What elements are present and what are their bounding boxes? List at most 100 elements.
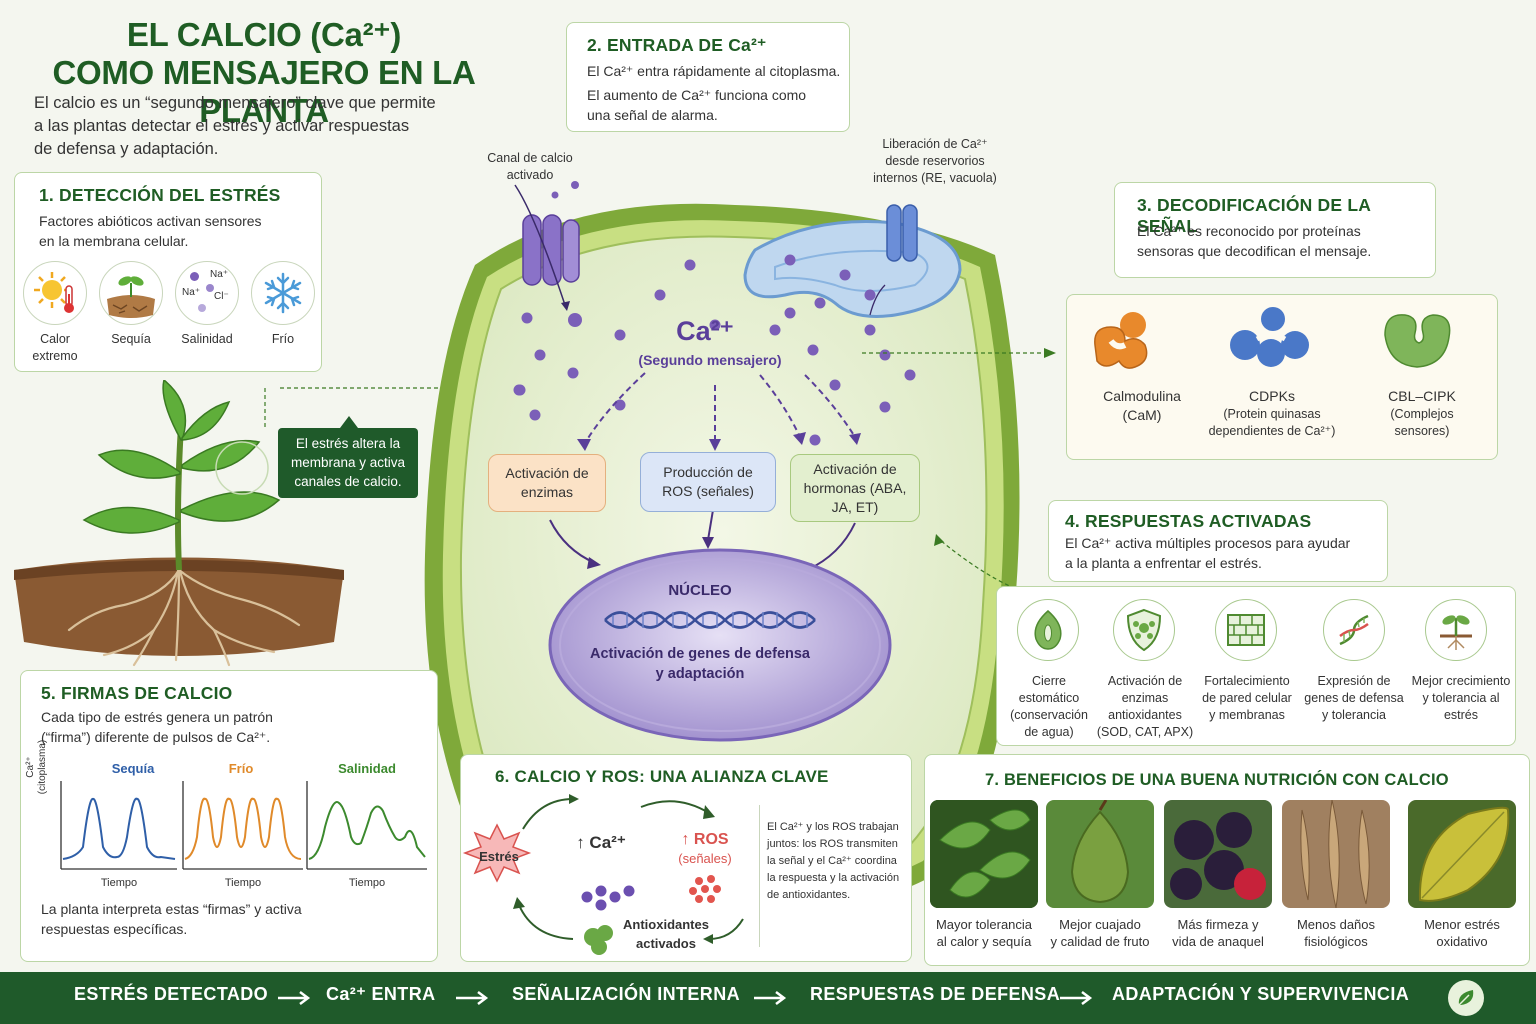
box-line: Activación de <box>505 465 589 481</box>
text-line: El Ca²⁺ y los ROS trabajan <box>767 821 899 833</box>
stress-burst-label: Estrés <box>479 849 519 864</box>
label-line: Mejor cuajado <box>1059 917 1141 932</box>
sensor-sub: sensores) <box>1394 424 1450 438</box>
section-5-title: 5. FIRMAS DE CALCIO <box>41 683 233 703</box>
sensor-calmodulin: Calmodulina (CaM) <box>1067 387 1217 425</box>
label-line: estrés <box>1443 708 1479 722</box>
nucleus-label: NÚCLEO <box>668 582 732 599</box>
responses-list-card: Cierre estomático (conservación de agua)… <box>996 586 1516 746</box>
sun-thermometer-icon <box>23 261 87 325</box>
sodium-label: Na⁺ <box>182 287 201 298</box>
seedling-roots-icon <box>1425 599 1487 661</box>
calcium-entry-card: 2. ENTRADA DE Ca²⁺ El Ca²⁺ entra rápidam… <box>566 22 850 132</box>
membrane-callout: El estrés altera la membrana y activa ca… <box>278 428 418 498</box>
label-line: Expresión de <box>1317 674 1391 688</box>
section-4-text: El Ca²⁺ activa múltiples procesos para a… <box>1065 533 1385 573</box>
response-antioxidants: Activación de enzimas antioxidantes (SOD… <box>1095 673 1195 741</box>
label-line: vida de anaquel <box>1172 934 1264 949</box>
leaves-photo <box>930 800 1038 908</box>
x-axis-label: Tiempo <box>224 877 262 889</box>
plot-title-salinity: Salinidad <box>338 761 396 776</box>
release-label: Liberación de Ca²⁺ desde reservorios int… <box>860 136 1010 187</box>
section-5-footer: La planta interpreta estas “firmas” y ac… <box>41 899 431 939</box>
dry-soil-sprout-icon <box>99 261 163 325</box>
callout-pointer <box>340 416 358 428</box>
channel-label: Canal de calcio activado <box>470 150 590 184</box>
axis-line: Ca²⁺ <box>25 756 36 778</box>
label-line: estomático <box>1018 691 1080 705</box>
salt-ions-icon: Na⁺ Na⁺ Cl⁻ <box>175 261 239 325</box>
label-line: Liberación de Ca²⁺ <box>882 137 988 151</box>
intro-line: de defensa y adaptación. <box>34 140 219 158</box>
text-line: El Ca²⁺ es reconocido por proteínas <box>1137 223 1361 239</box>
response-stomatal-closure: Cierre estomático (conservación de agua) <box>997 673 1101 741</box>
calcium-label: Ca²⁺ <box>676 316 734 346</box>
label-line: Activación de genes de defensa <box>590 646 810 662</box>
ros-signal-label: (señales) <box>678 851 732 866</box>
label-line: fisiológicos <box>1304 934 1368 949</box>
shield-enzyme-icon <box>1113 599 1175 661</box>
snowflake-icon <box>251 261 315 325</box>
cdpk-icon <box>1230 307 1309 367</box>
label-line: extremo <box>32 349 78 363</box>
plot-title-drought: Sequía <box>111 761 155 776</box>
sensor-name: CBL–CIPK <box>1388 388 1456 404</box>
text-line: Cada tipo de estrés genera un patrón <box>41 709 273 725</box>
cbl-cipk-icon <box>1384 314 1451 368</box>
section-5-text: Cada tipo de estrés genera un patrón (“f… <box>41 707 431 747</box>
sensor-sub: (Complejos <box>1390 407 1454 421</box>
dry-pods-photo <box>1282 800 1390 908</box>
label-line: activado <box>506 168 554 182</box>
label-line: oxidativo <box>1436 934 1488 949</box>
process-flow-bar: ESTRÉS DETECTADO Ca²⁺ ENTRA SEÑALIZACIÓN… <box>0 972 1536 1024</box>
text-line: La planta interpreta estas “firmas” y ac… <box>41 901 302 917</box>
text-line: El Ca²⁺ entra rápidamente al citoplasma. <box>587 63 841 79</box>
text-line: la respuesta y la activación <box>767 872 900 884</box>
box-line: hormonas (ABA, <box>803 479 907 496</box>
label-line: Canal de calcio <box>487 151 573 165</box>
axis-line: (citoplasma) <box>37 739 48 795</box>
text-line: juntos: los ROS transmiten <box>767 838 898 850</box>
flow-step: Ca²⁺ ENTRA <box>326 984 436 1004</box>
antioxidants-label: Antioxidantes activados <box>611 915 721 953</box>
label-line: y tolerancia <box>1322 708 1386 722</box>
sensor-sub: dependientes de Ca²⁺) <box>1208 424 1336 438</box>
stress-label-salinity: Salinidad <box>181 332 233 346</box>
label-line: activados <box>636 936 696 951</box>
stress-detection-card: 1. DETECCIÓN DEL ESTRÉS Factores abiótic… <box>14 172 322 372</box>
calmodulin-icon <box>1094 312 1148 369</box>
text-line: la señal y el Ca²⁺ coordina <box>767 855 897 867</box>
label-line: Mejor crecimiento <box>1411 674 1511 688</box>
flow-step: ESTRÉS DETECTADO <box>74 984 269 1004</box>
text-line: Factores abióticos activan sensores <box>39 213 262 229</box>
text-line: El Ca²⁺ activa múltiples procesos para a… <box>1065 535 1351 551</box>
enzyme-activation-box: Activación de enzimas <box>488 454 606 512</box>
box-line: enzimas <box>520 484 574 500</box>
brick-wall-icon <box>1215 599 1277 661</box>
section-3-text: El Ca²⁺ es reconocido por proteínas sens… <box>1137 221 1427 261</box>
ros-cycle-diagram <box>462 794 744 955</box>
ion-dot <box>206 284 214 292</box>
section-4-title: 4. RESPUESTAS ACTIVADAS <box>1065 511 1312 531</box>
ros-production-box: Producción de ROS (señales) <box>640 452 776 512</box>
flow-step: RESPUESTAS DE DEFENSA <box>810 984 1061 1004</box>
signal-decoding-card: 3. DECODIFICACIÓN DE LA SEÑAL El Ca²⁺ es… <box>1114 182 1436 278</box>
label-line: Cierre <box>1031 674 1067 688</box>
box-line: ROS (señales) <box>662 483 754 499</box>
stoma-icon <box>1017 599 1079 661</box>
leaf-logo-icon <box>1448 980 1484 1016</box>
activated-responses-card: 4. RESPUESTAS ACTIVADAS El Ca²⁺ activa m… <box>1048 500 1388 582</box>
label-line: Antioxidantes <box>623 917 709 932</box>
yellow-leaf-photo <box>1408 800 1516 908</box>
divider <box>759 805 760 947</box>
box-line: Activación de <box>813 460 897 477</box>
response-growth: Mejor crecimiento y tolerancia al estrés <box>1409 673 1513 724</box>
label-line: y adaptación <box>655 666 745 682</box>
section-6-title: 6. CALCIO Y ROS: UNA ALIANZA CLAVE <box>495 767 829 786</box>
box-line: Producción de <box>663 464 753 480</box>
section-1-title: 1. DETECCIÓN DEL ESTRÉS <box>39 185 281 205</box>
text-line: de antioxidantes. <box>767 889 851 901</box>
label-line: desde reservorios <box>885 154 985 168</box>
